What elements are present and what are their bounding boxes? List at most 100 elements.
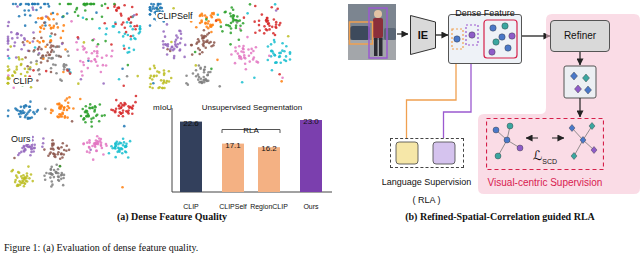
scatter-point [221, 30, 224, 33]
scatter-point [30, 148, 33, 151]
scatter-point [30, 86, 33, 89]
scatter-point [7, 109, 10, 112]
scatter-point [278, 73, 281, 76]
scatter-point [134, 28, 137, 31]
scatter-point [54, 64, 57, 67]
scatter-point [280, 80, 283, 83]
scatter-point [198, 64, 201, 67]
scatter-point [179, 42, 182, 45]
scatter-point [18, 171, 21, 174]
scatter-point [279, 52, 282, 55]
scatter-point [114, 147, 117, 150]
encoder-label: IE [418, 29, 428, 42]
scatter-point [238, 19, 241, 22]
scatter-point [90, 125, 93, 128]
scatter-point [61, 42, 64, 45]
scatter-point [228, 25, 231, 28]
scatter-point [199, 67, 202, 70]
scatter-point [254, 31, 257, 34]
bar-value: 22.6 [183, 120, 199, 128]
scatter-point [52, 152, 55, 155]
scatter-point [32, 8, 35, 11]
scatter-point [7, 77, 10, 80]
scatter-point [59, 78, 62, 81]
scatter-point [118, 104, 121, 107]
refined-arrow [579, 98, 580, 117]
scatter-point [58, 180, 61, 183]
scatter-point [50, 166, 53, 169]
scatter-point [136, 25, 139, 28]
label-slot: Ours [10, 128, 32, 146]
graph-diamond [569, 125, 575, 132]
scatter-point [35, 63, 38, 66]
scatter-point [133, 49, 136, 52]
scatter-point [102, 82, 105, 85]
refined-dot [585, 86, 592, 94]
scatter-point [102, 64, 105, 67]
scatter-point [63, 149, 66, 152]
scatter-point [271, 69, 274, 72]
scatter-point [175, 34, 178, 37]
graph-diamond [589, 123, 595, 130]
scatter-point [86, 3, 89, 6]
scatter-point [62, 142, 65, 145]
scatter-point [84, 121, 87, 124]
scatter-point [41, 17, 44, 20]
scatter-point [67, 102, 70, 105]
scatter-point [273, 18, 276, 21]
loss-box: ℒSCD [486, 118, 604, 170]
label-slot: 16.2 [261, 137, 277, 155]
scatter-point [55, 171, 58, 174]
scatter-point [267, 45, 270, 48]
region-orange [452, 29, 463, 49]
scatter-point [77, 36, 80, 39]
scatter-point [118, 150, 121, 153]
scatter-point [125, 31, 128, 34]
scatter-point [168, 80, 171, 83]
photo-person-leg [379, 38, 383, 56]
scatter-point [250, 52, 253, 55]
scatter-point [30, 147, 33, 150]
scatter-point [50, 71, 53, 74]
scatter-point [31, 136, 34, 139]
scatter-point [91, 52, 94, 55]
scatter-point [50, 168, 53, 171]
scatter-point [92, 158, 95, 161]
scatter-point [153, 74, 156, 77]
scatter-point [45, 54, 48, 57]
caption-slot: Figure 1: (a) Evaluation of dense featur… [4, 237, 198, 253]
scatter-point [82, 16, 85, 19]
scatter-point [52, 153, 55, 156]
feature-dot [454, 36, 460, 42]
scatter-point [261, 13, 264, 16]
scatter-point [59, 165, 62, 168]
scatter-point [176, 46, 179, 49]
scatter-point [151, 78, 154, 81]
scatter-point [91, 106, 94, 109]
scatter-point [116, 140, 119, 143]
scatter-point [20, 111, 23, 114]
text-holder: Visual-centric Supervision [482, 172, 608, 190]
scatter-point [234, 46, 237, 49]
scatter-point [123, 26, 126, 29]
scatter-point [206, 74, 209, 77]
scatter-point [243, 54, 246, 57]
connector [436, 34, 448, 35]
scatter-point [123, 125, 126, 128]
connector [444, 64, 472, 138]
scatter-point [39, 6, 42, 9]
scatter-point [99, 103, 102, 106]
scatter-point [16, 185, 19, 188]
scatter-point [56, 115, 59, 118]
label-slot: (b) Refined-Spatial-Correlation guided R… [405, 206, 595, 224]
scatter-point [38, 73, 41, 76]
scatter-point [51, 139, 54, 142]
scatter-point [122, 138, 125, 141]
scatter-point [7, 115, 10, 118]
bar-value: 16.2 [261, 145, 277, 153]
scatter-point [268, 54, 271, 57]
scatter-point [14, 41, 17, 44]
scatter-point [65, 149, 68, 152]
scatter-point [100, 71, 103, 74]
scatter-point [203, 35, 206, 38]
